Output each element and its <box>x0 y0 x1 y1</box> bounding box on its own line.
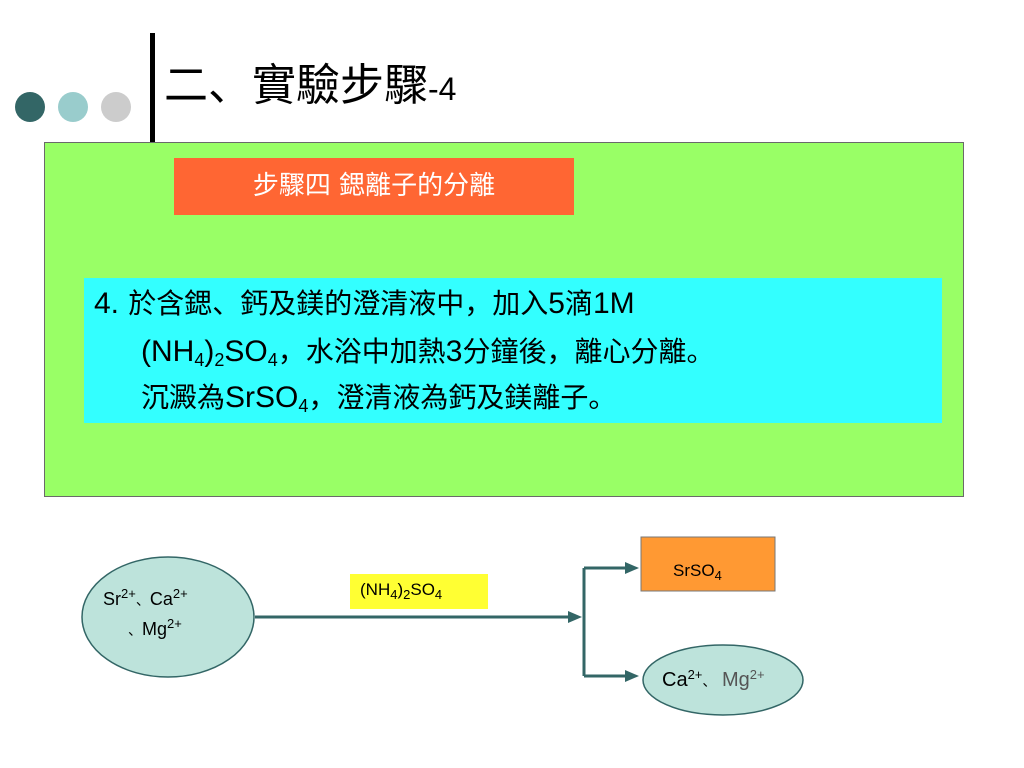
description-line-2: (NH4)2SO4，水浴中加熱3分鐘後，離心分離。 <box>141 335 715 370</box>
slide-title: 二、實驗步驟-4 <box>164 56 456 119</box>
slide-title-suffix: -4 <box>428 71 457 107</box>
solution-ellipse <box>642 644 804 716</box>
start-ions-line-1: Sr2+、Ca2+ <box>103 586 188 609</box>
precipitate-box <box>640 536 776 592</box>
description-line-1: 4. 於含鍶、鈣及鎂的澄清液中，加入5滴1M <box>94 287 635 320</box>
step-number: 4. <box>94 287 120 320</box>
solution-label: Ca2+、 Mg2+ <box>662 667 765 691</box>
branch-top-arrowhead <box>625 562 639 574</box>
description-box: 4. 於含鍶、鈣及鎂的澄清液中，加入5滴1M (NH4)2SO4，水浴中加熱3分… <box>84 278 942 423</box>
reagent-box <box>350 574 488 609</box>
decor-dot-light <box>101 92 131 122</box>
main-flow-arrowhead <box>568 611 582 623</box>
start-ions-ellipse <box>81 556 255 678</box>
branch-bottom-arrowhead <box>625 670 639 682</box>
description-line-3: 沉澱為SrSO4，澄清液為鈣及鎂離子。 <box>141 381 617 416</box>
slide-title-main: 二、實驗步驟 <box>164 60 428 111</box>
step-label: 步驟四 鍶離子的分離 <box>174 158 574 215</box>
decor-dot-mid <box>58 92 88 122</box>
decor-dot-dark <box>15 92 45 122</box>
title-divider <box>150 33 155 145</box>
start-ions-line-2: 、Mg2+ <box>128 616 182 639</box>
reagent-label: (NH4)2SO4 <box>360 580 443 602</box>
precipitate-label: SrSO4 <box>673 561 722 583</box>
